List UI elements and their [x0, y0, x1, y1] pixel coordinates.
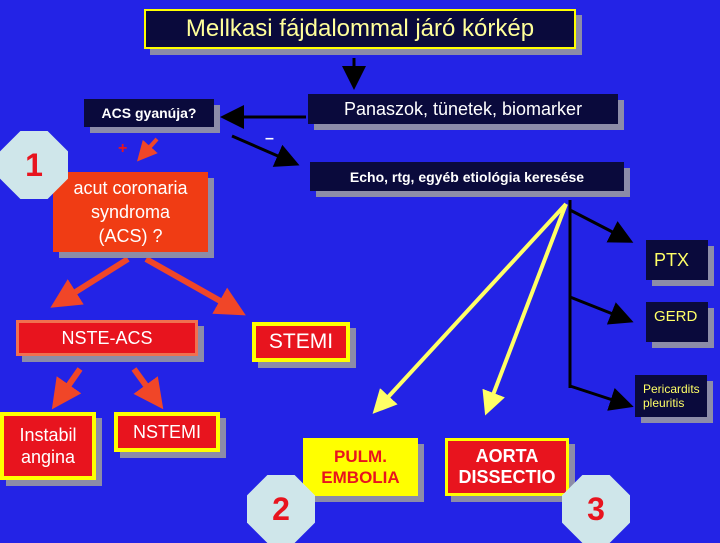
pulm-line-1: PULM. — [334, 447, 387, 466]
ptx-label: PTX — [654, 249, 690, 270]
title-box: Mellkasi fájdalommal járó kórkép — [144, 9, 576, 49]
stemi-label: STEMI — [268, 330, 334, 353]
page-title: Mellkasi fájdalommal járó kórkép — [185, 15, 535, 42]
aorta-dissectio-box: AORTA DISSECTIO — [445, 438, 569, 496]
aorta-line-1: AORTA — [475, 446, 539, 466]
plus-sign: + — [118, 140, 128, 157]
echo-label: Echo, rtg, egyéb etiológia keresése — [349, 168, 585, 185]
pulm-line-2: EMBOLIA — [321, 468, 400, 487]
instabil-line-2: angina — [20, 447, 76, 467]
ptx-box: PTX — [646, 240, 708, 280]
arrow-nste-to-nstemi — [131, 367, 164, 410]
echo-box: Echo, rtg, egyéb etiológia keresése — [310, 162, 624, 191]
stemi-box: STEMI — [252, 322, 350, 362]
acs-line-2: syndroma — [90, 202, 171, 222]
nstemi-box: NSTEMI — [114, 412, 220, 452]
arrow-echo-to-aorta — [482, 203, 568, 416]
arrow-minus-to-echo — [231, 134, 300, 167]
panaszok-label: Panaszok, tünetek, biomarker — [343, 98, 583, 119]
acs-box: acut coronaria syndroma (ACS) ? — [53, 172, 208, 252]
gerd-label: GERD — [654, 308, 698, 325]
arrow-acs-to-nste — [50, 256, 130, 308]
acs-line-3: (ACS) ? — [98, 226, 163, 246]
acs-line-1: acut coronaria — [73, 178, 188, 198]
badge-two: 2 — [247, 475, 315, 543]
nste-acs-box: NSTE-ACS — [16, 320, 198, 356]
minus-sign: – — [265, 130, 274, 147]
badge-three: 3 — [562, 475, 630, 543]
instabil-angina-box: Instabil angina — [0, 412, 96, 480]
acs-suspicion-box: ACS gyanúja? — [84, 99, 214, 127]
arrow-to-pericardits — [569, 384, 634, 411]
nstemi-label: NSTEMI — [132, 421, 201, 442]
badge-one: 1 — [0, 131, 68, 199]
instabil-line-1: Instabil — [19, 425, 77, 445]
arrow-plus-to-acs — [137, 137, 159, 162]
pulm-embolia-box: PULM. EMBOLIA — [303, 438, 418, 496]
peri-line-1: Pericardits — [643, 382, 700, 396]
arrow-nste-to-instabil — [51, 367, 83, 410]
arrow-to-gerd — [569, 295, 634, 325]
arrow-echo-to-pulm — [372, 202, 568, 414]
arrow-acs-to-stemi — [144, 256, 246, 316]
acs-suspicion-label: ACS gyanúja? — [101, 105, 197, 121]
nste-acs-label: NSTE-ACS — [61, 327, 153, 348]
arrow-to-ptx — [569, 208, 634, 243]
aorta-line-2: DISSECTIO — [458, 467, 556, 487]
gerd-box: GERD — [646, 302, 708, 342]
pericardits-box: Pericardits pleuritis — [635, 375, 707, 417]
panaszok-box: Panaszok, tünetek, biomarker — [308, 94, 618, 124]
peri-line-2: pleuritis — [643, 396, 685, 410]
